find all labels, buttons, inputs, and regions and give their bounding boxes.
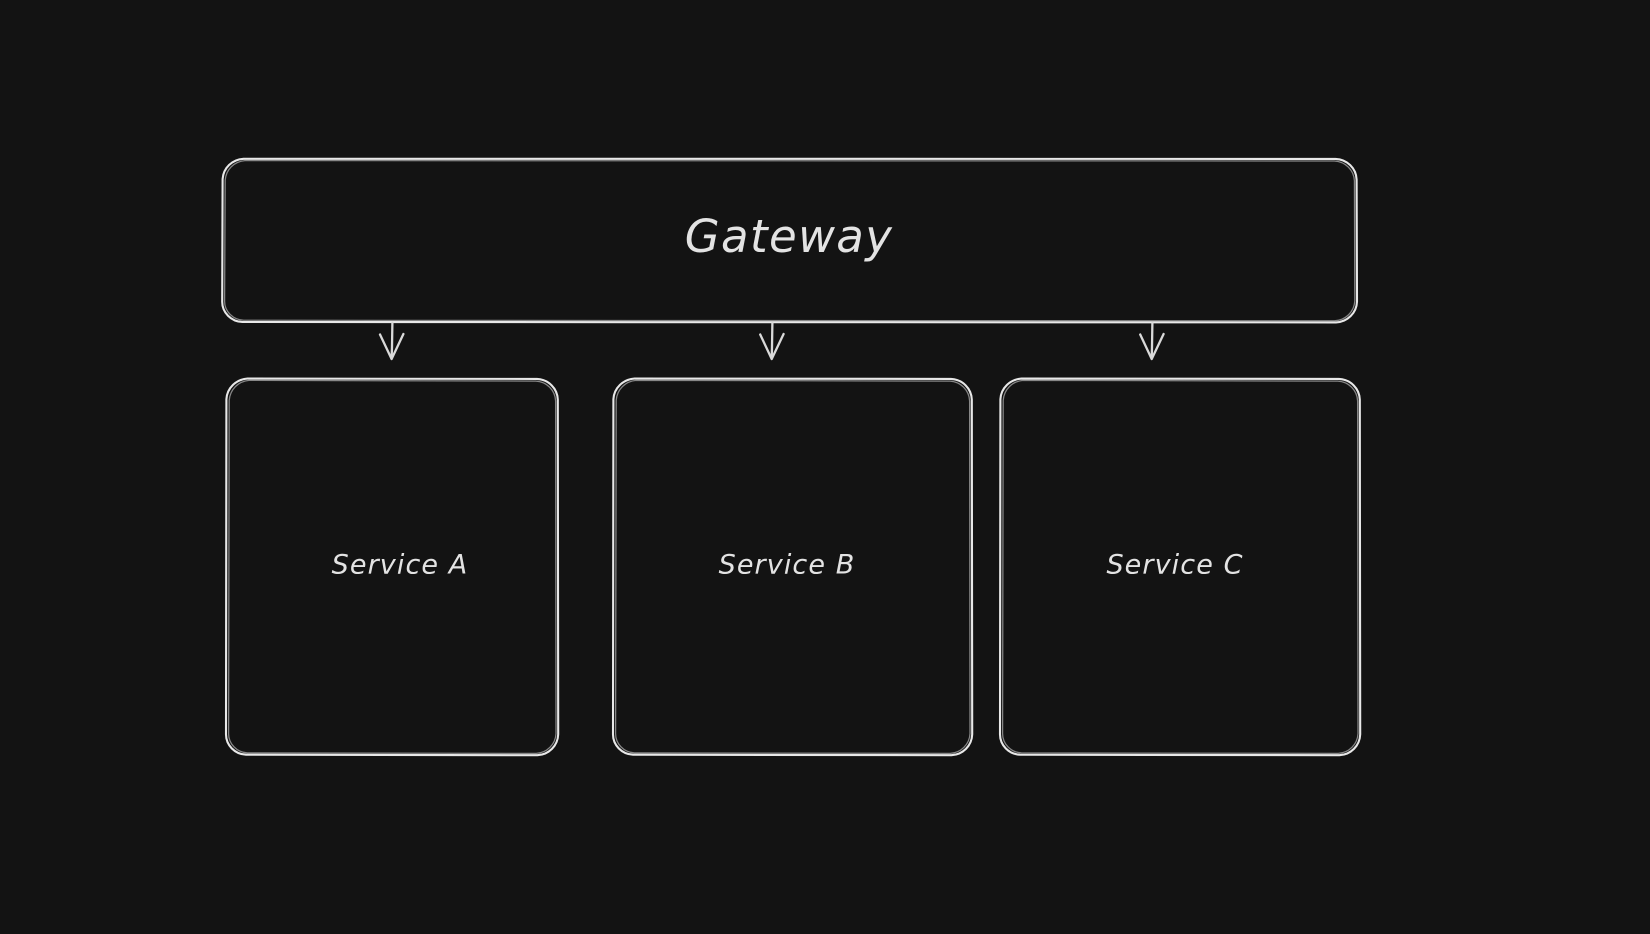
node-service-b-outline-sketch: [614, 379, 971, 755]
node-gateway-outline-sketch: [223, 159, 1356, 322]
node-service-b-label: Service B: [719, 550, 856, 581]
node-gateway-label: Gateway: [685, 210, 894, 263]
node-gateway[interactable]: Gateway: [221, 157, 1359, 324]
edge-gateway-service-c-line: [1150, 321, 1154, 360]
node-service-c-label: Service C: [1106, 550, 1243, 581]
node-service-c[interactable]: Service C: [998, 377, 1362, 757]
node-service-c-outline: [998, 377, 1362, 757]
edge-gateway-service-a: [378, 321, 405, 361]
node-gateway-outline: [221, 157, 1359, 324]
edge-gateway-service-c: [1139, 321, 1165, 361]
node-service-a-label: Service A: [332, 550, 469, 581]
node-service-c-outline-sketch: [1001, 379, 1359, 755]
edge-gateway-service-b-line: [770, 321, 774, 360]
node-service-b[interactable]: Service B: [611, 377, 974, 757]
edge-gateway-service-b: [759, 321, 785, 361]
node-service-a[interactable]: Service A: [224, 377, 560, 757]
node-service-a-outline-sketch: [227, 379, 557, 755]
node-service-a-outline: [224, 377, 560, 757]
edge-gateway-service-b-arrowhead: [759, 332, 785, 361]
edge-gateway-service-a-arrowhead: [378, 332, 405, 361]
edge-gateway-service-a-line: [390, 321, 394, 360]
edge-gateway-service-c-arrowhead: [1139, 332, 1165, 361]
node-service-b-outline: [611, 377, 974, 757]
